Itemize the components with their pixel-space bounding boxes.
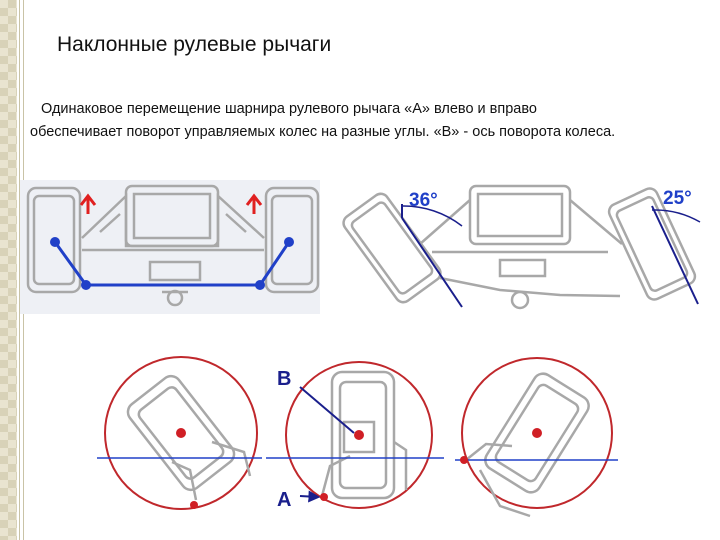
chassis-outline [342, 184, 697, 310]
pivot-joint [284, 237, 294, 247]
turning-circle [285, 361, 433, 509]
steering-linkage [50, 237, 294, 290]
wheel-outline [126, 374, 236, 492]
forward-arrow-icon [245, 193, 263, 214]
angle-label-right: 25° [663, 188, 692, 209]
bottom-left-diagram [97, 356, 262, 510]
wheel-outline [484, 372, 590, 494]
top-right-diagram: 36° 25° [342, 184, 701, 310]
description-text: Одинаковое перемещение шарнира рулевого … [30, 98, 710, 144]
decorative-checker-strip [0, 0, 17, 540]
joint-point [190, 501, 198, 509]
joint-point [320, 493, 328, 501]
steering-arm-outline [465, 442, 531, 518]
tie-rod-joint [81, 280, 91, 290]
wheel-outline [320, 370, 408, 500]
angle-label-left: 36° [409, 190, 438, 211]
joint-point [460, 456, 468, 464]
top-left-diagram [20, 180, 320, 314]
description-line-1: Одинаковое перемещение шарнира рулевого … [41, 101, 537, 117]
pivot-joint [50, 237, 60, 247]
description-line-2: обеспечивает поворот управляемых колес н… [30, 124, 616, 140]
pivot-point [532, 428, 542, 438]
pivot-point [176, 428, 186, 438]
pivot-point [354, 430, 364, 440]
page-title: Наклонные рулевые рычаги [57, 33, 332, 56]
steering-arm-outline [171, 440, 252, 501]
label-a: A [277, 489, 291, 511]
turning-circle [104, 356, 258, 510]
decorative-line [19, 0, 20, 540]
label-b: B [277, 368, 291, 390]
chassis-outline [26, 184, 320, 307]
tie-rod-joint [255, 280, 265, 290]
angle-lines [401, 204, 701, 308]
turning-circle [461, 357, 613, 509]
label-b-pointer [299, 386, 355, 434]
forward-arrow-icon [79, 193, 97, 214]
bottom-middle-diagram: B A [266, 361, 444, 511]
bottom-right-diagram [455, 357, 618, 518]
label-a-pointer [299, 490, 321, 503]
